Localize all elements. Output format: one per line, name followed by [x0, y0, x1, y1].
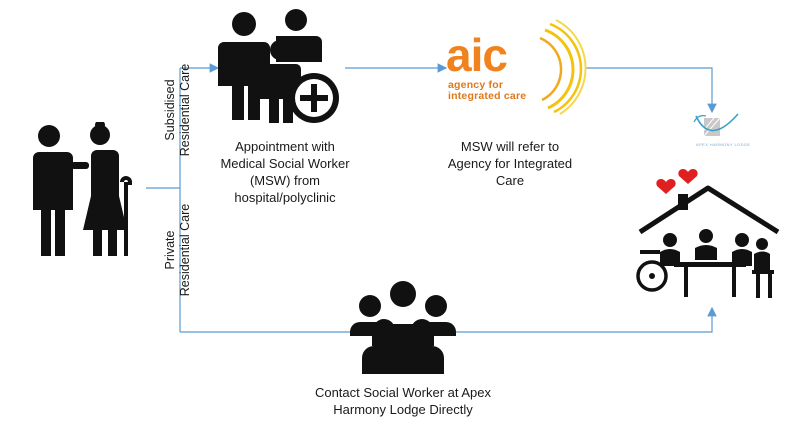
aic-logo-arcs	[539, 19, 587, 115]
nursing-home-icon	[636, 169, 780, 298]
aic-referral-line-2: Agency for Integrated	[447, 156, 573, 171]
aic-referral-line-1: MSW will refer to	[460, 139, 560, 154]
aic-referral-text: MSW will refer to Agency for Integrated …	[440, 138, 580, 189]
msw-line-2: Medical Social Worker	[220, 156, 350, 171]
heart-icon	[656, 179, 676, 194]
aic-tagline-line1: agency for	[448, 79, 504, 91]
msw-appointment-text: Appointment with Medical Social Worker (…	[205, 138, 365, 206]
medical-team-icon	[218, 9, 339, 123]
route-private-line1: Private	[163, 230, 177, 270]
aic-logo-tagline: agency for integrated care	[448, 80, 526, 102]
aic-logo-mark: aic	[446, 29, 508, 81]
route-subsidised-label: Subsidised Residential Care	[163, 50, 193, 170]
route-subsidised-line1: Subsidised	[163, 79, 177, 141]
apex-logo-caption: APEX HARMONY LODGE	[696, 142, 751, 147]
apex-logo-mark	[693, 113, 739, 137]
apex-logo: APEX HARMONY LODGE	[690, 112, 750, 148]
contact-apex-line-1: Contact Social Worker at Apex	[314, 385, 492, 400]
heart-icon-2	[678, 169, 698, 184]
msw-line-3: (MSW) from	[249, 173, 321, 188]
aic-logo: aic agency for integrated care	[440, 18, 590, 118]
aic-tagline-line2: integrated care	[448, 90, 527, 102]
msw-line-1: Appointment with	[235, 139, 335, 154]
aic-referral-line-3: Care	[495, 173, 525, 188]
route-private-label: Private Residential Care	[163, 190, 193, 310]
elderly-couple-icon	[31, 122, 132, 256]
route-private-line2: Residential Care	[178, 203, 192, 297]
contact-apex-text: Contact Social Worker at Apex Harmony Lo…	[290, 384, 516, 418]
msw-line-4: hospital/polyclinic	[234, 190, 336, 205]
connector-aic-to-home	[585, 67, 717, 114]
contact-apex-line-2: Harmony Lodge Directly	[333, 402, 473, 417]
route-subsidised-line2: Residential Care	[178, 63, 192, 157]
group-people-icon	[350, 281, 456, 374]
